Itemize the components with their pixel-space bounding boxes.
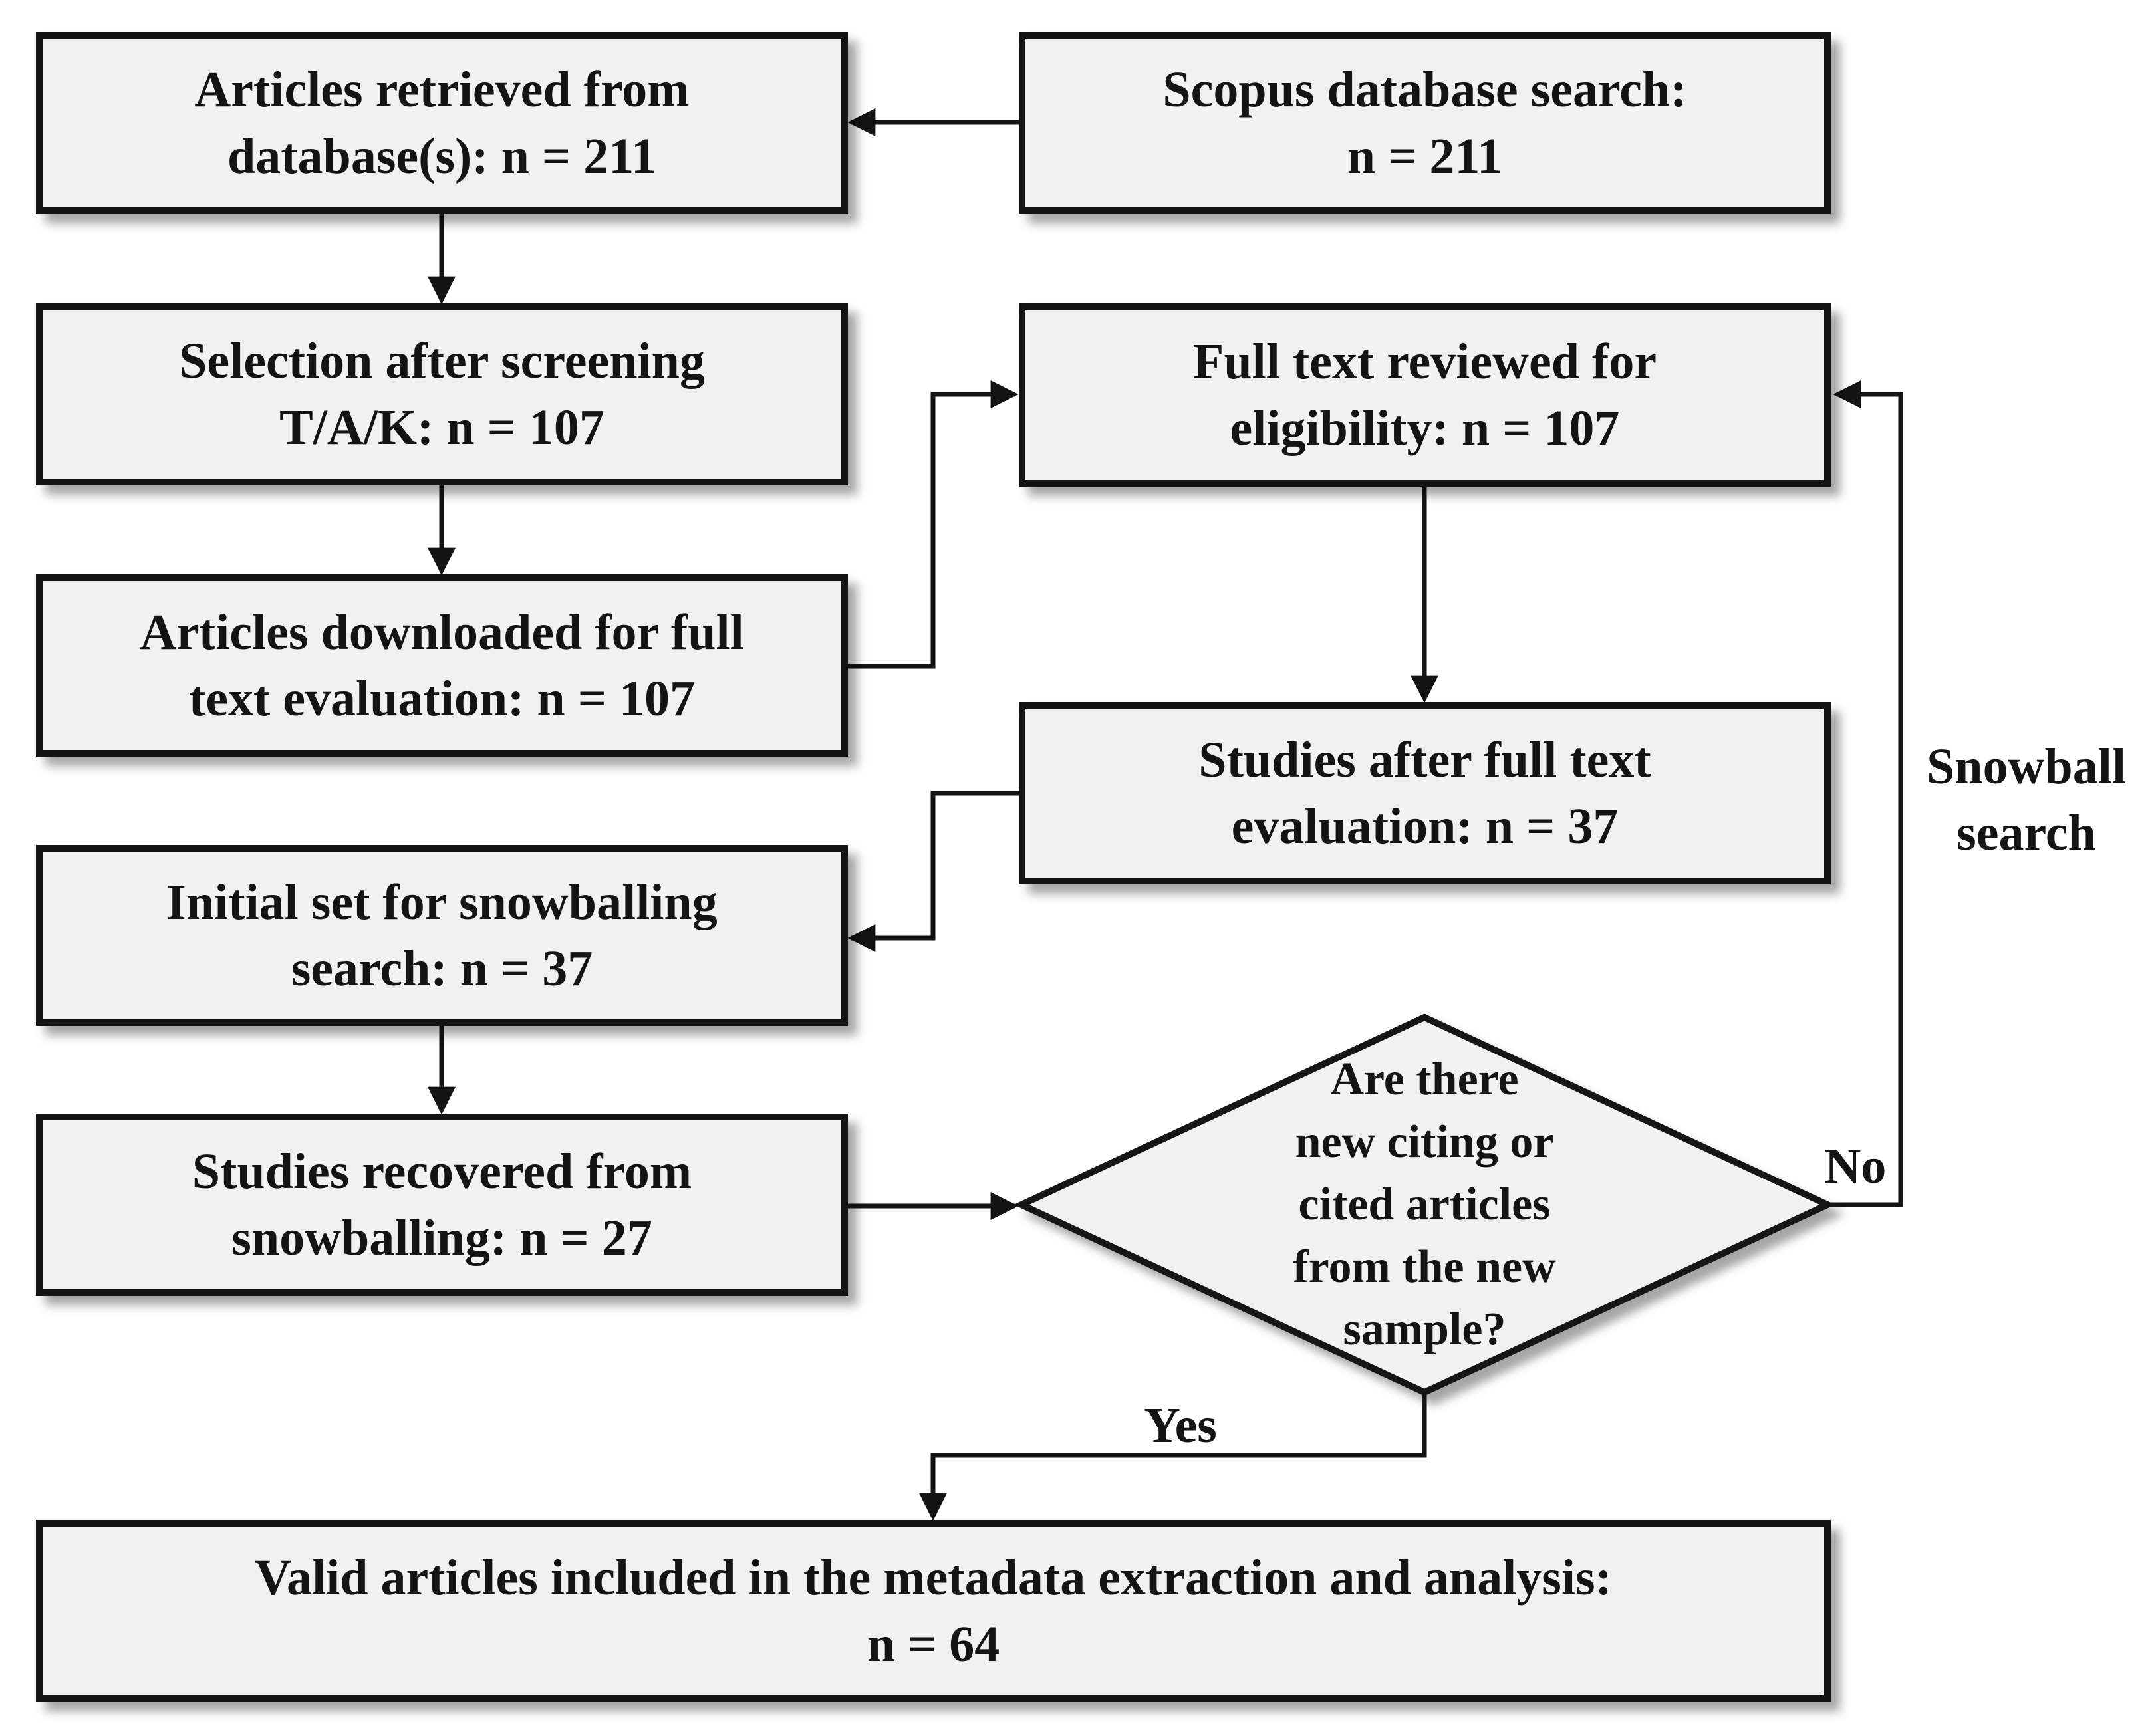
node-valid-articles: Valid articles included in the metadata … bbox=[36, 1520, 1831, 1702]
node-articles-downloaded-line-1: Articles downloaded for full bbox=[140, 604, 744, 660]
node-studies-after-eval: Studies after full text evaluation: n = … bbox=[1019, 702, 1831, 884]
node-selection-screening-line-2: T/A/K: n = 107 bbox=[279, 400, 605, 455]
arrow-studies-to-initial-set bbox=[847, 791, 1019, 952]
node-articles-retrieved-line-1: Articles retrieved from bbox=[194, 62, 690, 118]
node-articles-downloaded-line-2: text evaluation: n = 107 bbox=[188, 671, 696, 727]
node-selection-screening: Selection after screening T/A/K: n = 107 bbox=[36, 303, 848, 485]
node-articles-retrieved: Articles retrieved from database(s): n =… bbox=[36, 32, 848, 214]
decision-line-2: new citing or bbox=[1295, 1116, 1554, 1168]
label-no: No bbox=[1824, 1138, 1887, 1194]
node-studies-after-eval-line-1: Studies after full text bbox=[1198, 732, 1651, 788]
arrow-downloaded-to-reviewed bbox=[848, 380, 1019, 669]
label-snowball-search-line-2: search bbox=[1956, 805, 2096, 861]
label-snowball-search-line-1: Snowball bbox=[1927, 739, 2126, 795]
node-scopus-search-line-1: Scopus database search: bbox=[1162, 62, 1687, 118]
node-studies-recovered-line-1: Studies recovered from bbox=[192, 1144, 692, 1199]
decision-line-5: sample? bbox=[1343, 1304, 1506, 1355]
node-articles-retrieved-line-2: database(s): n = 211 bbox=[227, 128, 657, 184]
node-valid-articles-line-2: n = 64 bbox=[867, 1616, 1000, 1672]
node-initial-set-line-2: search: n = 37 bbox=[291, 941, 593, 997]
node-scopus-search-line-2: n = 211 bbox=[1347, 128, 1503, 184]
node-full-text-reviewed-line-2: eligibility: n = 107 bbox=[1230, 400, 1620, 456]
decision-line-4: from the new bbox=[1293, 1241, 1556, 1293]
arrow-decision-no-loop bbox=[1827, 380, 1903, 1207]
node-initial-set-line-1: Initial set for snowballing bbox=[166, 874, 718, 930]
node-full-text-reviewed: Full text reviewed for eligibility: n = … bbox=[1019, 303, 1831, 487]
decision-text: Are there new citing or cited articles f… bbox=[1225, 1045, 1624, 1364]
node-studies-recovered-line-2: snowballing: n = 27 bbox=[231, 1210, 652, 1266]
node-studies-recovered: Studies recovered from snowballing: n = … bbox=[36, 1114, 848, 1296]
decision-line-3: cited articles bbox=[1298, 1179, 1551, 1230]
node-full-text-reviewed-line-1: Full text reviewed for bbox=[1192, 334, 1657, 390]
node-studies-after-eval-line-2: evaluation: n = 37 bbox=[1231, 799, 1619, 854]
node-scopus-search: Scopus database search: n = 211 bbox=[1019, 32, 1831, 214]
label-yes: Yes bbox=[1144, 1398, 1217, 1453]
node-articles-downloaded: Articles downloaded for full text evalua… bbox=[36, 574, 848, 757]
node-initial-set: Initial set for snowballing search: n = … bbox=[36, 845, 848, 1026]
arrow-decision-yes-to-valid bbox=[919, 1392, 1427, 1521]
node-valid-articles-line-1: Valid articles included in the metadata … bbox=[255, 1550, 1612, 1606]
label-snowball-search: Snowball search bbox=[1910, 733, 2143, 866]
node-selection-screening-line-1: Selection after screening bbox=[179, 333, 705, 389]
decision-line-1: Are there bbox=[1330, 1054, 1519, 1105]
